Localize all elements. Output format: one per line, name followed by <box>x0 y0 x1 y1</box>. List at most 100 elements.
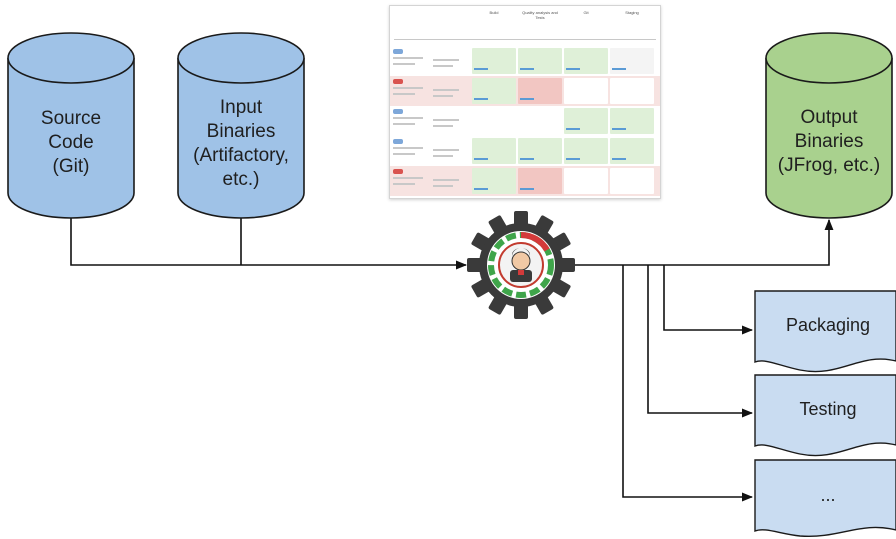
thumb-stage-cell <box>564 108 608 134</box>
thumb-row-info <box>393 49 467 73</box>
thumb-cell-bar <box>474 188 488 190</box>
thumb-row-text <box>393 147 423 149</box>
thumb-col-quality: Quality analysis and Tests <box>522 10 558 20</box>
thumb-cell-bar <box>612 158 626 160</box>
thumb-stage-cell <box>518 48 562 74</box>
thumb-row-text <box>393 57 423 59</box>
document-packaging <box>754 290 896 373</box>
thumb-cell-bar <box>566 68 580 70</box>
thumb-status-tag <box>393 169 403 174</box>
thumb-row-info <box>393 109 467 133</box>
gear-tooth <box>514 303 528 319</box>
thumb-row-text <box>433 59 459 61</box>
thumb-cell-bar <box>520 158 534 160</box>
thumb-stage-cell <box>610 108 654 134</box>
thumb-row-text <box>393 153 415 155</box>
thumb-row-text <box>393 123 415 125</box>
thumb-stage-cell <box>564 78 608 104</box>
thumb-cell-bar <box>520 68 534 70</box>
thumb-col-git: Git <box>583 10 589 15</box>
gear-tooth <box>514 211 528 227</box>
thumb-cell-bar <box>612 128 626 130</box>
thumb-row-text <box>393 93 415 95</box>
thumb-stage-cell <box>472 78 516 104</box>
thumb-row-text <box>433 149 459 151</box>
thumb-stage-cell <box>472 138 516 164</box>
thumb-status-tag <box>393 139 403 144</box>
output-binaries-cylinder <box>765 32 893 219</box>
thumb-cell-bar <box>520 98 534 100</box>
source-code-label: Source Code (Git) <box>40 108 102 177</box>
thumb-row <box>390 136 660 166</box>
thumb-cell-bar <box>474 98 488 100</box>
document-testing <box>754 374 896 457</box>
thumb-row <box>390 76 660 106</box>
thumb-stage-cell <box>518 168 562 194</box>
thumb-row-text <box>393 63 415 65</box>
thumb-row-info <box>393 139 467 163</box>
document-more <box>754 459 896 538</box>
thumb-row-text <box>393 177 423 179</box>
thumb-cell-bar <box>520 188 534 190</box>
edge-engine-to-more <box>622 265 754 502</box>
input-binaries-label: Input Binaries (Artifactory, etc.) <box>193 97 289 190</box>
edge-engine-to-output <box>575 218 834 266</box>
thumb-row-text <box>433 155 453 157</box>
thumb-cell-bar <box>612 68 626 70</box>
output-cylinder-body <box>765 58 893 219</box>
thumb-cell-bar <box>566 128 580 130</box>
jenkins-gear-icon <box>467 211 575 319</box>
stage-view-screenshot: Build Quality analysis and Tests Git Sta… <box>389 5 661 199</box>
source-cylinder-body <box>7 58 135 219</box>
testing-label: Testing <box>799 399 857 419</box>
thumb-stage-cell <box>610 168 654 194</box>
thumb-stage-cell <box>472 168 516 194</box>
edges <box>70 218 834 502</box>
thumb-stage-cell <box>472 108 516 134</box>
source-cylinder-top <box>7 32 135 84</box>
thumb-row-info <box>393 79 467 103</box>
thumb-row-text <box>433 95 453 97</box>
more-label: ... <box>820 485 836 505</box>
thumb-stage-cell <box>610 138 654 164</box>
gear-tooth <box>559 258 575 272</box>
thumb-row <box>390 106 660 136</box>
thumb-stage-cell <box>518 138 562 164</box>
thumb-stage-cell <box>518 78 562 104</box>
thumb-cell-bar <box>566 158 580 160</box>
thumb-row-text <box>433 185 453 187</box>
edge-source-to-engine <box>70 218 468 270</box>
input-binaries-cylinder <box>177 32 305 219</box>
thumb-row-info <box>393 169 467 193</box>
input-cylinder-body <box>177 58 305 219</box>
thumb-stage-cell <box>564 138 608 164</box>
thumb-row <box>390 166 660 196</box>
thumb-row-text <box>393 87 423 89</box>
packaging-label: Packaging <box>785 315 871 335</box>
thumb-col-build: Build <box>489 10 499 15</box>
output-binaries-label: Output Binaries (JFrog, etc.) <box>777 107 881 176</box>
thumb-status-tag <box>393 49 403 54</box>
thumb-stage-cell <box>564 168 608 194</box>
edge-engine-to-testing <box>647 265 754 418</box>
thumb-row-text <box>433 119 459 121</box>
input-cylinder-top <box>177 32 305 84</box>
thumb-stage-cell <box>518 108 562 134</box>
thumb-row-text <box>433 125 453 127</box>
thumb-header-rule <box>394 39 656 40</box>
thumb-cell-bar <box>474 68 488 70</box>
output-cylinder-top <box>765 32 893 84</box>
thumb-cell-bar <box>474 158 488 160</box>
thumb-stage-cell <box>564 48 608 74</box>
edge-engine-to-packaging <box>663 265 754 335</box>
thumb-stage-cell <box>610 78 654 104</box>
thumb-status-tag <box>393 79 403 84</box>
thumb-row <box>390 46 660 76</box>
thumb-row-text <box>433 89 459 91</box>
thumb-col-staging: Staging <box>625 10 639 15</box>
thumb-stage-cell <box>610 48 654 74</box>
source-code-cylinder <box>7 32 135 219</box>
thumb-stage-cell <box>472 48 516 74</box>
